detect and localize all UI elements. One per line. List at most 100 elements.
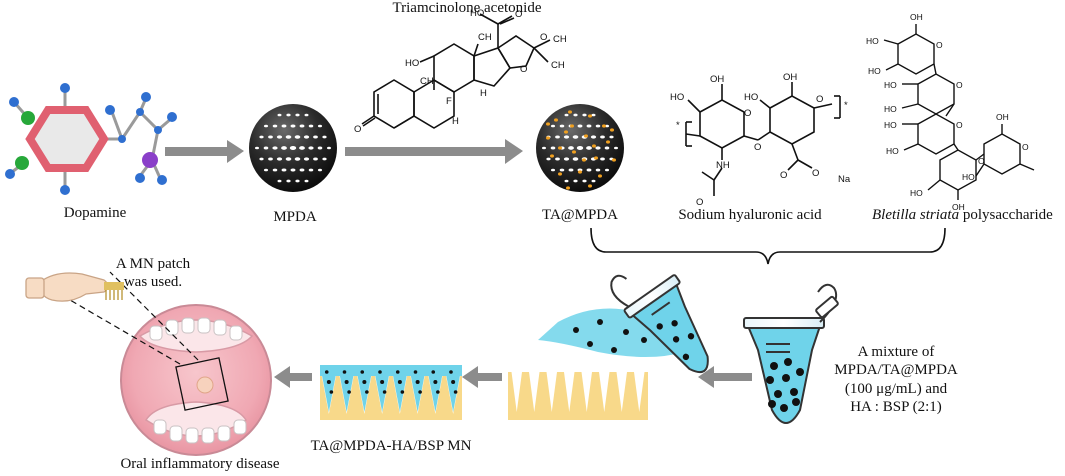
pore-dot <box>263 124 269 128</box>
mixture-line2: MPDA/TA@MPDA <box>834 362 958 379</box>
svg-text:O: O <box>978 156 985 166</box>
pore-dot <box>285 135 292 139</box>
svg-text:HO: HO <box>744 92 758 103</box>
pore-dot <box>591 179 596 183</box>
pore-dot <box>559 124 565 128</box>
nanoparticle-dot <box>453 390 458 394</box>
pore-dot <box>299 146 305 150</box>
nanoparticle-dot <box>768 400 776 408</box>
drug-particle <box>588 184 592 188</box>
pore-dot <box>595 124 601 128</box>
svg-text:O: O <box>744 108 751 119</box>
svg-text:CH: CH <box>420 76 434 87</box>
svg-text:HO: HO <box>670 92 684 103</box>
nanoparticle-dot <box>380 380 385 384</box>
svg-text:O: O <box>816 94 823 105</box>
pore-dot <box>268 157 273 161</box>
mn-product-label: TA@MPDA-HA/BSP MN <box>310 438 472 454</box>
drug-particle <box>606 140 610 144</box>
nanoparticle-dot <box>770 362 778 370</box>
pore-dot <box>600 157 605 161</box>
svg-text:H: H <box>452 116 459 127</box>
triamcinolone-label: Triamcinolone acetonide <box>392 0 542 16</box>
drug-particle <box>546 136 550 140</box>
pore-dot <box>294 135 301 139</box>
pore-dot <box>277 113 282 117</box>
pore-dot <box>564 179 569 183</box>
nanoparticle-dot <box>415 380 420 384</box>
arrow-icon <box>345 139 523 164</box>
pore-dot <box>276 135 283 139</box>
svg-text:O: O <box>936 40 943 50</box>
sodium-hyaluronic-acid-label: Sodium hyaluronic acid <box>678 207 822 223</box>
hand-holding-patch-icon <box>25 272 124 302</box>
svg-text:O: O <box>754 142 761 153</box>
pore-dot <box>577 124 583 128</box>
microneedle-tip <box>339 376 354 412</box>
microneedle-tip <box>428 376 443 412</box>
nanoparticle-dot <box>342 370 347 374</box>
microneedle-patch-icon <box>320 365 462 420</box>
pore-dot <box>322 135 327 139</box>
svg-text:OH: OH <box>952 202 965 212</box>
pore-dot <box>590 135 597 139</box>
pore-dot <box>263 168 269 172</box>
mn-patch-line2: was used. <box>123 274 183 291</box>
drug-particle <box>598 174 602 178</box>
pore-dot <box>286 113 291 117</box>
pore-dot <box>609 135 614 139</box>
pore-dot <box>272 168 278 172</box>
dopamine-molecule-icon <box>5 83 177 195</box>
drug-particle <box>582 158 586 162</box>
bletilla-polysaccharide-structure-icon <box>883 24 1035 200</box>
pore-dot <box>317 124 323 128</box>
pore-dot <box>600 135 605 139</box>
nanoparticle-dot <box>796 368 804 376</box>
svg-text:O: O <box>520 64 527 75</box>
arrow-icon <box>274 366 312 388</box>
pore-dot <box>304 113 309 117</box>
svg-text:HO: HO <box>470 8 484 19</box>
nanoparticle-dot <box>329 390 334 394</box>
svg-text:HO: HO <box>884 120 897 130</box>
pore-dot <box>313 157 318 161</box>
svg-text:O: O <box>812 168 819 179</box>
nanoparticle-dot <box>431 370 436 374</box>
pore-dot <box>604 124 610 128</box>
drug-particle <box>592 144 596 148</box>
pore-dot <box>541 146 547 150</box>
nanoparticle-dot <box>573 327 579 333</box>
pore-dot <box>286 179 291 183</box>
svg-text:OH: OH <box>783 72 797 83</box>
pore-dot <box>281 146 287 150</box>
drug-particle <box>610 128 614 132</box>
nanoparticle-dot <box>792 398 800 406</box>
svg-text:HO: HO <box>886 146 899 156</box>
pore-dot <box>289 146 297 150</box>
svg-text:OH: OH <box>710 74 724 85</box>
svg-text:O: O <box>780 170 787 181</box>
nanoparticle-dot <box>790 388 798 396</box>
arrow-icon <box>698 366 752 388</box>
pore-dot <box>272 124 278 128</box>
nanoparticle-dot <box>418 390 422 394</box>
svg-text:NH: NH <box>716 160 730 171</box>
pore-dot <box>555 157 560 161</box>
pore-dot <box>564 113 569 117</box>
nanoparticle-dot <box>382 390 387 394</box>
svg-text:O: O <box>696 197 703 208</box>
dopamine-label: Dopamine <box>63 205 127 221</box>
arrow-icon <box>462 366 502 388</box>
arrow-icon <box>165 140 244 163</box>
pore-dot <box>591 113 596 117</box>
mixture-line1: A mixture of <box>857 344 935 360</box>
svg-text:HO: HO <box>866 36 879 46</box>
svg-text:OH: OH <box>996 112 1009 122</box>
pore-dot <box>573 179 578 183</box>
mpda-label: MPDA <box>273 209 317 225</box>
drug-particle <box>602 124 606 128</box>
pore-dot <box>281 124 287 128</box>
pore-dot <box>313 135 318 139</box>
hyaluronic-acid-atom-labels: OH HO OH HO O O O NH O O O Na * * <box>670 72 851 208</box>
